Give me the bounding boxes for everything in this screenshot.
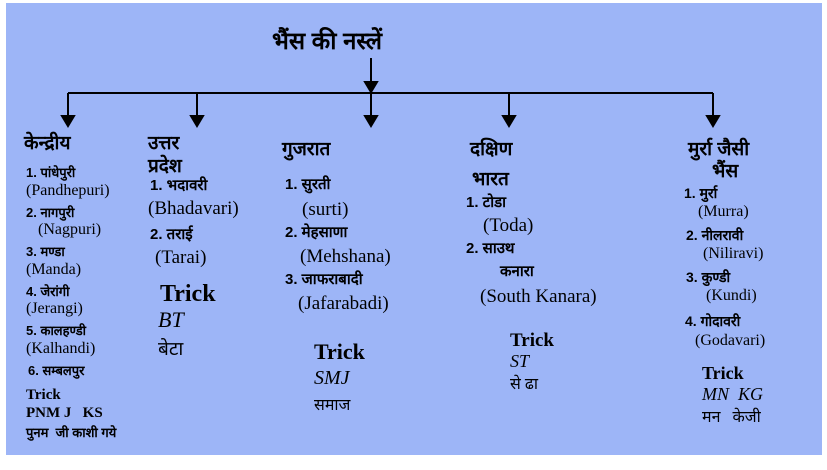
trick-label: Trick bbox=[160, 281, 216, 307]
column-heading: केन्द्रीय bbox=[24, 133, 71, 154]
breed-item: (Mehshana) bbox=[300, 246, 391, 267]
breed-item: 2. नागपुरी bbox=[26, 205, 75, 220]
breed-item: (Godavari) bbox=[695, 332, 766, 349]
trick-label: Trick bbox=[314, 339, 365, 364]
breed-item: 6. सम्बलपुर bbox=[28, 363, 85, 378]
breed-item: (Tarai) bbox=[155, 247, 207, 268]
column-heading: उत्तर bbox=[148, 133, 180, 154]
trick-label: Trick bbox=[26, 387, 61, 403]
arrow-head bbox=[363, 115, 379, 128]
column-heading: भैंस bbox=[712, 161, 739, 182]
breed-item: कनारा bbox=[500, 263, 534, 280]
breed-item: 1. टोडा bbox=[466, 194, 507, 211]
breed-item: 2. नीलरावी bbox=[686, 227, 744, 243]
breed-item: (South Kanara) bbox=[480, 286, 597, 307]
trick-label: Trick bbox=[510, 330, 554, 351]
trick-mnemonic: से ढा bbox=[510, 376, 538, 393]
breed-item: (Toda) bbox=[483, 215, 534, 236]
breed-item: (Murra) bbox=[698, 203, 749, 220]
trick-code: SMJ bbox=[314, 367, 350, 389]
breed-item: (Kundi) bbox=[706, 287, 757, 304]
breed-item: 2. साउथ bbox=[466, 240, 515, 257]
arrow-head bbox=[501, 115, 517, 128]
breed-item: (Jerangi) bbox=[26, 300, 83, 317]
arrow-head bbox=[705, 115, 721, 128]
breed-item: 4. गोदावरी bbox=[685, 313, 741, 329]
breed-item: 2. तराई bbox=[150, 226, 193, 243]
breed-item: 1. मुर्रा bbox=[684, 185, 718, 201]
breed-item: 1. पांधेपुरी bbox=[26, 165, 76, 180]
trick-mnemonic: समाज bbox=[314, 397, 351, 414]
arrow-head bbox=[60, 115, 76, 128]
breed-item: 5. कालहण्डी bbox=[26, 323, 87, 338]
breed-item: 2. मेहसाणा bbox=[285, 224, 348, 241]
trick-mnemonic: मन केजी bbox=[702, 409, 761, 426]
trick-code: PNM J KS bbox=[26, 405, 103, 421]
column-heading: दक्षिण bbox=[470, 139, 513, 160]
trick-label: Trick bbox=[702, 363, 744, 383]
arrow-head bbox=[189, 115, 205, 128]
breed-item: 3. मण्डा bbox=[26, 244, 65, 259]
breed-item: 1. सुरती bbox=[285, 176, 331, 193]
trick-code: ST bbox=[510, 351, 530, 371]
column-heading: मुर्रा जैसी bbox=[688, 139, 750, 160]
breed-item: (Pandhepuri) bbox=[26, 182, 110, 199]
trick-code: BT bbox=[158, 307, 184, 332]
arrow-head bbox=[363, 81, 379, 94]
breed-item: (Nagpuri) bbox=[38, 221, 102, 238]
breed-item: (Kalhandi) bbox=[26, 340, 96, 357]
diagram-board bbox=[6, 3, 822, 455]
breed-item: 3. जाफराबादी bbox=[285, 271, 363, 288]
breed-item: (Manda) bbox=[26, 261, 82, 278]
breed-item: (surti) bbox=[302, 199, 349, 220]
breed-item: 4. जेरांगी bbox=[26, 284, 70, 299]
breed-item: (Bhadavari) bbox=[148, 198, 239, 219]
column-heading: भारत bbox=[472, 169, 509, 190]
breed-item: 3. कुण्डी bbox=[686, 269, 731, 285]
trick-mnemonic: बेटा bbox=[158, 339, 184, 360]
column-heading: प्रदेश bbox=[148, 156, 182, 177]
breed-item: 1. भदावरी bbox=[150, 177, 208, 194]
breed-item: (Jafarabadi) bbox=[298, 293, 389, 314]
trick-code: MN KG bbox=[702, 384, 764, 404]
diagram-title: भैंस की नस्लें bbox=[272, 28, 383, 55]
breed-item: (Niliravi) bbox=[703, 245, 764, 262]
trick-mnemonic: पुनम जी काशी गये bbox=[26, 425, 117, 440]
column-heading: गुजरात bbox=[282, 139, 331, 160]
